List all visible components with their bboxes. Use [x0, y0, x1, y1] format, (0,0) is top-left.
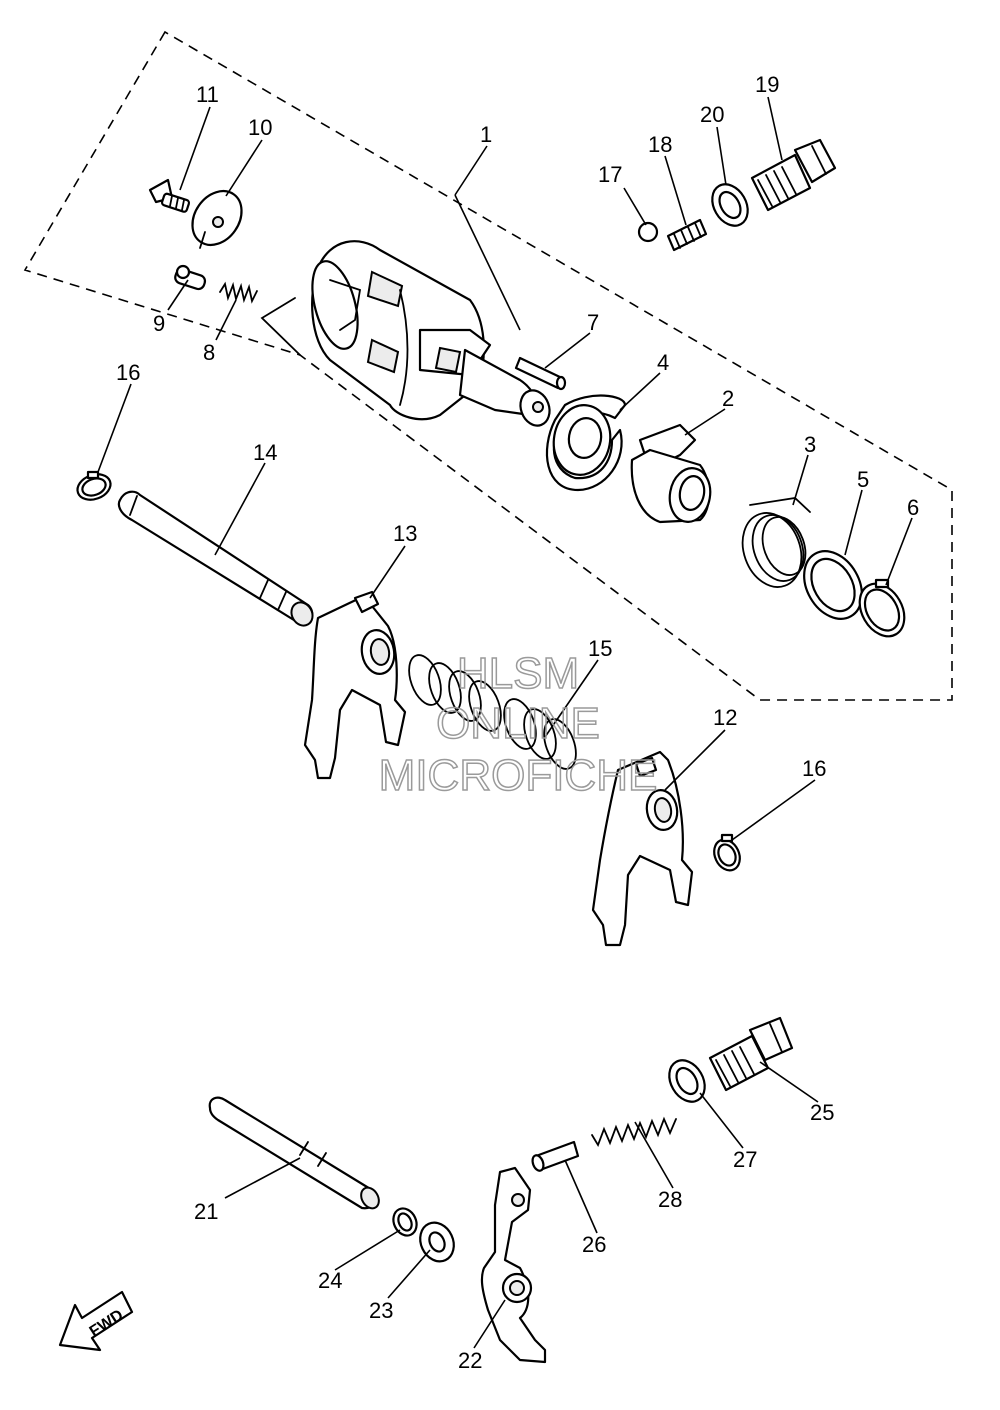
- watermark-line-3: MICROFICHE: [379, 751, 658, 800]
- part-3-torsion-spring[interactable]: [733, 497, 813, 595]
- callout-28: 28: [658, 1187, 682, 1212]
- watermark-line-2: ONLINE: [436, 699, 600, 748]
- assembly-outline: [23, 30, 953, 701]
- callout-21: 21: [194, 1199, 218, 1224]
- callout-25: 25: [810, 1100, 834, 1125]
- part-27-washer[interactable]: [662, 1054, 712, 1108]
- watermark: HLSM ONLINE MICROFICHE: [378, 648, 658, 801]
- part-18-spring[interactable]: [666, 218, 708, 252]
- part-13-shift-fork[interactable]: [303, 590, 407, 780]
- callout-labels: 1 2 3 4 5 6 7 8 9 10 11 12 13 14 15 16 1…: [116, 72, 919, 1373]
- callout-16b: 16: [802, 756, 826, 781]
- callout-1: 1: [480, 122, 492, 147]
- part-6-circlip[interactable]: [851, 576, 914, 644]
- callout-27: 27: [733, 1147, 757, 1172]
- part-26-pin[interactable]: [531, 1140, 580, 1172]
- callout-15: 15: [588, 636, 612, 661]
- part-5-washer[interactable]: [792, 541, 873, 629]
- callout-10: 10: [248, 115, 272, 140]
- part-12-shift-fork[interactable]: [591, 750, 694, 947]
- part-11-screw[interactable]: [148, 178, 191, 213]
- callout-22: 22: [458, 1348, 482, 1373]
- callout-16a: 16: [116, 360, 140, 385]
- part-10-plate[interactable]: [182, 182, 251, 255]
- part-17-ball[interactable]: [637, 221, 659, 243]
- part-15-spring[interactable]: [403, 651, 582, 773]
- part-24-circlip[interactable]: [389, 1205, 421, 1240]
- part-4-plate[interactable]: [545, 394, 627, 492]
- callout-8: 8: [203, 340, 215, 365]
- callout-19: 19: [755, 72, 779, 97]
- callout-12: 12: [713, 705, 737, 730]
- callout-7: 7: [587, 310, 599, 335]
- part-1-shift-drum[interactable]: [260, 240, 554, 430]
- callout-14: 14: [253, 440, 277, 465]
- part-16-circlip-upper[interactable]: [74, 470, 114, 504]
- part-7-dowel-pin[interactable]: [514, 356, 567, 391]
- callout-13: 13: [393, 521, 417, 546]
- callout-20: 20: [700, 102, 724, 127]
- part-22-lever[interactable]: [480, 1166, 547, 1364]
- part-23-washer[interactable]: [414, 1217, 460, 1267]
- part-9-pin[interactable]: [174, 264, 207, 291]
- part-25-plug-bolt[interactable]: [708, 1016, 794, 1092]
- fwd-arrow-icon: FWD: [58, 1290, 134, 1352]
- part-19-plug-bolt[interactable]: [750, 138, 837, 212]
- part-16-circlip-lower[interactable]: [709, 833, 744, 875]
- callout-23: 23: [369, 1298, 393, 1323]
- part-8-spring[interactable]: [219, 281, 258, 304]
- part-14-shift-shaft[interactable]: [117, 490, 317, 630]
- callout-26: 26: [582, 1232, 606, 1257]
- callout-24: 24: [318, 1268, 342, 1293]
- part-21-shaft[interactable]: [208, 1096, 383, 1212]
- part-20-gasket[interactable]: [705, 178, 755, 232]
- callout-11: 11: [196, 82, 219, 107]
- watermark-line-1: HLSM: [457, 649, 579, 698]
- callout-3: 3: [804, 432, 816, 457]
- callout-2: 2: [722, 386, 734, 411]
- part-2-guide[interactable]: [630, 423, 715, 525]
- callout-5: 5: [857, 467, 869, 492]
- callout-6: 6: [907, 495, 919, 520]
- callout-18: 18: [648, 132, 672, 157]
- part-28-spring[interactable]: [591, 1116, 677, 1148]
- callout-9: 9: [153, 311, 165, 336]
- leader-lines: [97, 96, 913, 1349]
- callout-4: 4: [657, 350, 669, 375]
- callout-17: 17: [598, 162, 622, 187]
